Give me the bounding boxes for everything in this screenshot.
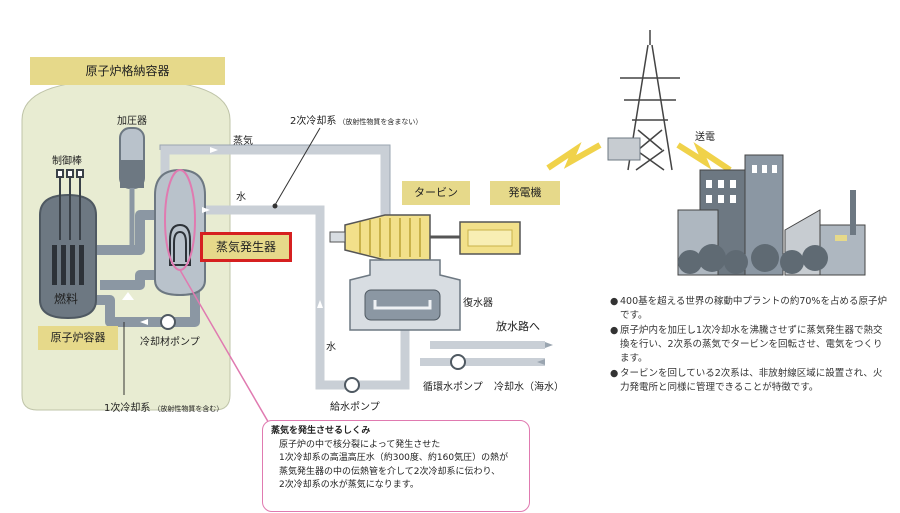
reactor-vessel-label: 原子炉容器	[38, 326, 118, 350]
steam-generation-callout: 蒸気を発生させるしくみ 原子炉の中で核分裂によって発生させた 1次冷却系の高温高…	[262, 420, 530, 512]
callout-line: 蒸気発生器の中の伝熱管を介して2次冷却系に伝わり、	[279, 466, 501, 477]
fuel-label: 燃料	[54, 292, 79, 306]
steam-generator-label: 蒸気発生器	[200, 232, 292, 262]
control-rod-label: 制御棒	[52, 156, 82, 167]
generator-label: 発電機	[490, 181, 560, 205]
bullet-dot-icon: ●	[610, 368, 619, 379]
bullet-dot-icon: ●	[610, 296, 619, 307]
condenser-label: 復水器	[463, 298, 493, 309]
secondary-loop	[160, 145, 410, 390]
trees	[678, 244, 828, 274]
secondary-system-label: 2次冷却系（放射性物質を含まない）	[290, 116, 423, 127]
bullet-item: ● 400基を超える世界の稼動中プラントの約70%を占める原子炉です。	[610, 296, 887, 321]
circulating-pump-icon	[450, 354, 466, 370]
water-label-side: 水	[326, 342, 336, 353]
condenser-shape	[364, 289, 441, 321]
callout-line: 原子炉の中で核分裂によって発生させた	[279, 439, 441, 450]
primary-system-label: 1次冷却系（放射性物質を含む）	[104, 403, 224, 414]
callout-line: 2次冷却系の水が蒸気になります。	[279, 480, 419, 490]
fuel-rods	[52, 245, 84, 285]
steam-label: 蒸気	[233, 136, 253, 147]
bullet-dot-icon: ●	[610, 325, 619, 336]
discharge-label: 放水路へ	[496, 320, 540, 333]
feed-pump-label: 給水ポンプ	[330, 402, 380, 413]
callout-line: 1次冷却系の高温高圧水（約300度、約160気圧）の熱が	[279, 453, 509, 463]
transmission-label: 送電	[695, 132, 715, 143]
coolant-pump-label: 冷却材ポンプ	[140, 337, 200, 348]
control-rods	[56, 169, 84, 240]
circulating-pump-label: 循環水ポンプ	[423, 382, 483, 393]
reactor-vessel-shape	[39, 193, 97, 320]
containment-label: 原子炉格納容器	[30, 57, 225, 85]
coolant-pump-icon	[160, 314, 176, 330]
feed-pump-icon	[344, 377, 360, 393]
cooling-water-label: 冷却水（海水）	[494, 382, 564, 393]
turbine-label: タービン	[402, 181, 470, 205]
water-label-top: 水	[236, 192, 246, 203]
turbine-shape	[344, 214, 431, 261]
bullet-item: ● 原子炉内を加圧し1次冷却水を沸騰させずに蒸気発生器で熱交換を行い、2次系の蒸…	[610, 325, 883, 364]
pressurizer-label: 加圧器	[117, 116, 147, 127]
bullet-item: ● タービンを回している2次系は、非放射線区域に設置され、火力発電所と同様に管理…	[610, 368, 883, 393]
callout-title: 蒸気を発生させるしくみ	[271, 426, 371, 436]
